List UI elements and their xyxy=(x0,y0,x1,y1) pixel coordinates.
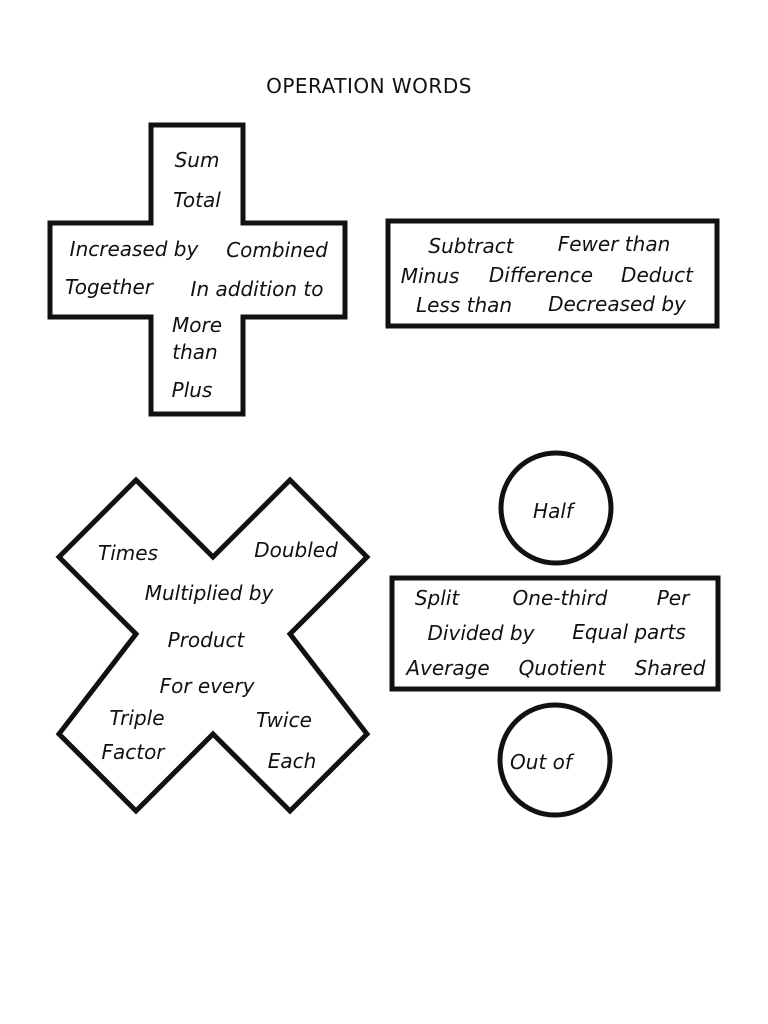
subtraction-word: Less than xyxy=(415,293,513,317)
division-word: One-third xyxy=(512,586,608,610)
addition-word: More xyxy=(171,313,223,337)
addition-word: Together xyxy=(64,275,154,299)
division-word: Equal parts xyxy=(572,620,686,644)
division-bottom-word: Out of xyxy=(510,750,572,774)
multiplication-word: Multiplied by xyxy=(144,581,274,605)
addition-word: Sum xyxy=(174,148,220,172)
subtraction-word: Decreased by xyxy=(548,292,686,316)
division-bar-shape xyxy=(389,575,721,692)
addition-word: than xyxy=(172,340,218,364)
plus-sign-shape xyxy=(47,122,348,417)
division-word: Split xyxy=(414,586,460,610)
subtraction-word: Subtract xyxy=(428,234,514,258)
multiplication-word: Each xyxy=(267,749,317,773)
multiplication-word: Times xyxy=(98,541,158,565)
addition-word: Increased by xyxy=(69,237,199,261)
subtraction-word: Fewer than xyxy=(557,232,671,256)
subtraction-word: Minus xyxy=(400,264,460,288)
page-title: OPERATION WORDS xyxy=(266,74,472,98)
subtraction-word: Deduct xyxy=(621,263,693,287)
minus-sign-shape xyxy=(385,218,720,329)
addition-word: Combined xyxy=(226,238,328,262)
division-word: Divided by xyxy=(427,621,535,645)
multiplication-word: Product xyxy=(167,628,245,652)
division-top-word: Half xyxy=(533,499,573,523)
addition-word: In addition to xyxy=(190,277,324,301)
division-word: Average xyxy=(406,656,490,680)
multiplication-word: Factor xyxy=(101,740,165,764)
division-word: Quotient xyxy=(518,656,606,680)
multiplication-word: Triple xyxy=(109,706,165,730)
division-top-circle xyxy=(498,450,614,566)
addition-word: Total xyxy=(173,188,221,212)
multiplication-word: Doubled xyxy=(254,538,338,562)
multiplication-word: For every xyxy=(159,674,255,698)
subtraction-word: Difference xyxy=(488,263,594,287)
addition-word: Plus xyxy=(171,378,213,402)
multiplication-word: Twice xyxy=(256,708,312,732)
division-bottom-circle xyxy=(497,702,613,818)
division-word: Shared xyxy=(634,656,706,680)
division-word: Per xyxy=(656,586,690,610)
times-sign-shape xyxy=(55,476,371,815)
